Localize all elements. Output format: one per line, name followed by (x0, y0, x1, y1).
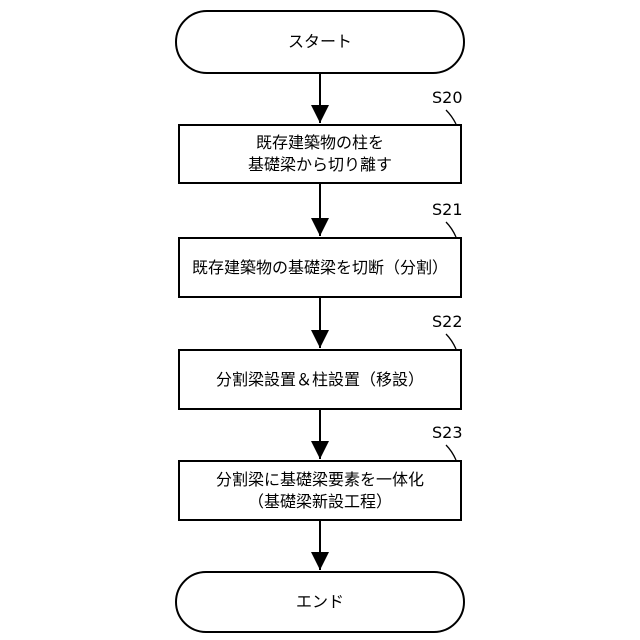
leader-s22 (446, 334, 456, 349)
step-id-s21: S21 (432, 200, 463, 219)
end-terminal: エンド (175, 571, 465, 633)
leader-s21 (446, 222, 456, 237)
end-label: エンド (296, 591, 344, 613)
step-s20-line-1: 既存建築物の柱を (256, 132, 384, 154)
leader-s20 (446, 110, 456, 124)
step-box-s23: 分割梁に基礎梁要素を一体化 （基礎梁新設工程） (178, 460, 462, 521)
step-box-s20: 既存建築物の柱を 基礎梁から切り離す (178, 124, 462, 184)
step-id-s22: S22 (432, 312, 463, 331)
step-id-s23: S23 (432, 423, 463, 442)
step-id-s20: S20 (432, 88, 463, 107)
start-label: スタート (288, 31, 352, 53)
step-s21-line-1: 既存建築物の基礎梁を切断（分割） (192, 257, 448, 279)
start-terminal: スタート (175, 10, 465, 74)
leader-s23 (446, 445, 456, 460)
step-s22-line-1: 分割梁設置＆柱設置（移設） (216, 369, 424, 391)
step-s20-line-2: 基礎梁から切り離す (248, 154, 392, 176)
step-box-s22: 分割梁設置＆柱設置（移設） (178, 349, 462, 410)
step-s23-line-2: （基礎梁新設工程） (248, 491, 392, 513)
step-box-s21: 既存建築物の基礎梁を切断（分割） (178, 237, 462, 298)
step-s23-line-1: 分割梁に基礎梁要素を一体化 (216, 469, 424, 491)
